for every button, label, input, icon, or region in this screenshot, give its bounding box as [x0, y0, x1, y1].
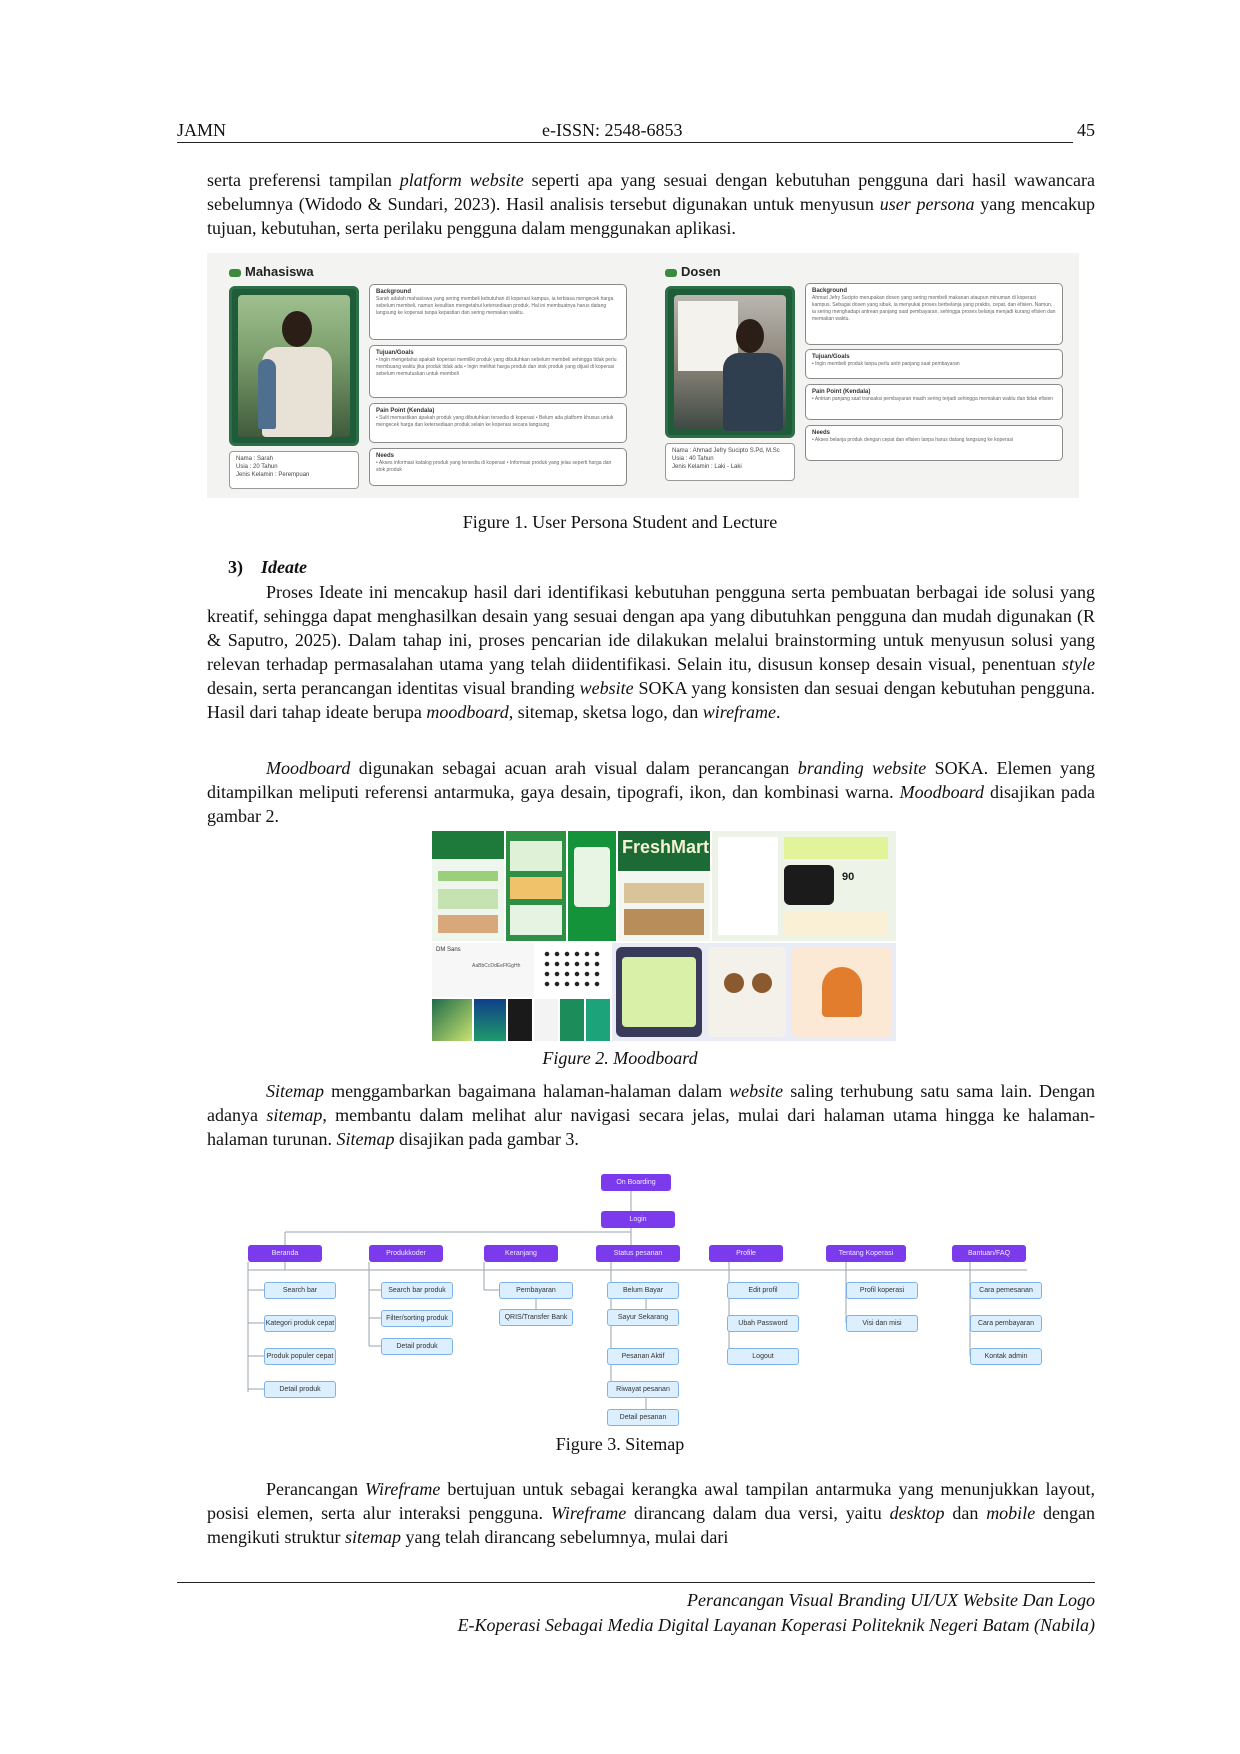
persona-mahasiswa: Mahasiswa Nama : Sarah Usia : 20 Tahun J…	[207, 253, 643, 498]
sitemap-leaf: Detail produk	[381, 1338, 453, 1355]
moodboard-tile: 90	[712, 831, 896, 941]
sitemap-leaf: Cara pemesanan	[970, 1282, 1042, 1299]
sitemap-leaf: Riwayat pesanan	[607, 1381, 679, 1398]
footer-line-1: Perancangan Visual Branding UI/UX Websit…	[687, 1590, 1095, 1610]
sitemap-branch-status: Status pesanan	[596, 1245, 680, 1262]
moodboard-tile	[612, 943, 896, 1041]
sitemap-leaf: Search bar produk	[381, 1282, 453, 1299]
sitemap-leaf: Visi dan misi	[846, 1315, 918, 1332]
moodboard-tile: FreshMart	[618, 831, 710, 941]
moodboard-typography: DM Sans AaBbCcDdEeFfGgHh	[432, 943, 534, 997]
moodboard-tile	[432, 831, 504, 941]
persona-title: Dosen	[665, 264, 721, 279]
persona-id-card: Nama : Ahmad Jefry Sucipto S.Pd, M.Sc Us…	[665, 443, 795, 481]
footer-line-2: E-Koperasi Sebagai Media Digital Layanan…	[457, 1615, 1095, 1635]
sitemap-branch-bantuan: Bantuan/FAQ	[952, 1245, 1026, 1262]
persona-photo	[665, 286, 795, 438]
journal-name: JAMN	[177, 120, 227, 140]
sitemap-paragraph: Sitemap menggambarkan bagaimana halaman-…	[207, 1081, 1096, 1149]
sitemap-leaf: Detail produk	[264, 1381, 336, 1398]
persona-box-pain-point: Pain Point (Kendala) • Sulit memastikan …	[369, 403, 627, 443]
persona-box-pain-point: Pain Point (Kendala) • Antrian panjang s…	[805, 384, 1063, 420]
persona-dosen: Dosen Nama : Ahmad Jefry Sucipto S.Pd, M…	[643, 253, 1079, 498]
moodboard-swatch	[534, 999, 558, 1041]
page-header: JAMN e-ISSN: 2548-6853 45	[177, 118, 1095, 144]
moodboard-tile	[506, 831, 566, 941]
sitemap-branch-profile: Profile	[709, 1245, 783, 1262]
sitemap-leaf: Detail pesanan	[607, 1409, 679, 1426]
sitemap-branch-beranda: Beranda	[248, 1245, 322, 1262]
sitemap-leaf: Pembayaran	[499, 1282, 573, 1299]
persona-box-needs: Needs • Akses belanja produk dengan cepa…	[805, 425, 1063, 461]
sitemap-leaf: QRIS/Transfer Bank	[499, 1309, 573, 1326]
figure-user-persona: Mahasiswa Nama : Sarah Usia : 20 Tahun J…	[207, 253, 1079, 498]
intro-paragraph: serta preferensi tampilan platform websi…	[207, 170, 1095, 238]
moodboard-tile	[568, 831, 616, 941]
sitemap-leaf: Sayur Sekarang	[607, 1309, 679, 1326]
persona-id-card: Nama : Sarah Usia : 20 Tahun Jenis Kelam…	[229, 451, 359, 489]
ideate-paragraph: Proses Ideate ini mencakup hasil dari id…	[207, 582, 1096, 722]
footer-divider	[177, 1582, 1095, 1583]
sitemap-leaf: Ubah Password	[727, 1315, 799, 1332]
sitemap-node-onboarding: On Boarding	[601, 1174, 671, 1191]
persona-box-goals: Tujuan/Goals • Ingin mengetahui apakah k…	[369, 345, 627, 398]
sitemap-leaf: Kontak admin	[970, 1348, 1042, 1365]
sitemap-leaf: Search bar	[264, 1282, 336, 1299]
figure2-caption: Figure 2. Moodboard	[542, 1048, 698, 1068]
sitemap-node-login: Login	[601, 1211, 675, 1228]
sitemap-leaf: Cara pembayaran	[970, 1315, 1042, 1332]
moodboard-swatch	[508, 999, 532, 1041]
figure1-caption: Figure 1. User Persona Student and Lectu…	[462, 512, 778, 532]
sitemap-branch-produk: Produkkoder	[369, 1245, 443, 1262]
moodboard-icons	[536, 943, 610, 997]
sitemap-leaf: Kategori produk cepat	[264, 1315, 336, 1332]
sitemap-leaf: Pesanan Aktif	[607, 1348, 679, 1365]
persona-box-needs: Needs • Akses informasi katalog produk y…	[369, 448, 627, 486]
moodboard-swatch	[586, 999, 610, 1041]
issn-label: e-ISSN: 2548-6853	[542, 120, 683, 140]
figure-moodboard: FreshMart 90 DM Sans AaBbCcDdEeFfGgHh	[432, 831, 896, 1043]
page-number: 45	[1077, 120, 1095, 140]
moodboard-swatch	[560, 999, 584, 1041]
moodboard-swatch	[474, 999, 506, 1041]
wireframe-paragraph: Perancangan Wireframe bertujuan untuk se…	[207, 1479, 1096, 1547]
sitemap-branch-keranjang: Keranjang	[484, 1245, 558, 1262]
persona-box-goals: Tujuan/Goals • Ingin membeli produk tanp…	[805, 349, 1063, 379]
moodboard-paragraph: Moodboard digunakan sebagai acuan arah v…	[207, 758, 1096, 826]
sitemap-leaf: Edit profil	[727, 1282, 799, 1299]
sitemap-leaf: Produk populer cepat	[264, 1348, 336, 1365]
persona-photo	[229, 286, 359, 446]
moodboard-swatch	[432, 999, 472, 1041]
figure3-caption: Figure 3. Sitemap	[555, 1434, 685, 1454]
sitemap-leaf: Filter/sorting produk	[381, 1310, 453, 1327]
sitemap-leaf: Belum Bayar	[607, 1282, 679, 1299]
persona-box-background: Background Sarah adalah mahasiswa yang s…	[369, 284, 627, 340]
sitemap-leaf: Profil koperasi	[846, 1282, 918, 1299]
persona-box-background: Background Ahmad Jefry Sucipto merupakan…	[805, 283, 1063, 345]
sitemap-branch-tentang: Tentang Koperasi	[826, 1245, 906, 1262]
section-heading: 3)Ideate	[228, 557, 307, 577]
persona-title: Mahasiswa	[229, 264, 314, 279]
header-divider	[177, 142, 1073, 143]
moodboard-brand-text: FreshMart	[622, 837, 710, 857]
sitemap-leaf: Logout	[727, 1348, 799, 1365]
moodboard-stat-value: 90	[842, 871, 855, 883]
